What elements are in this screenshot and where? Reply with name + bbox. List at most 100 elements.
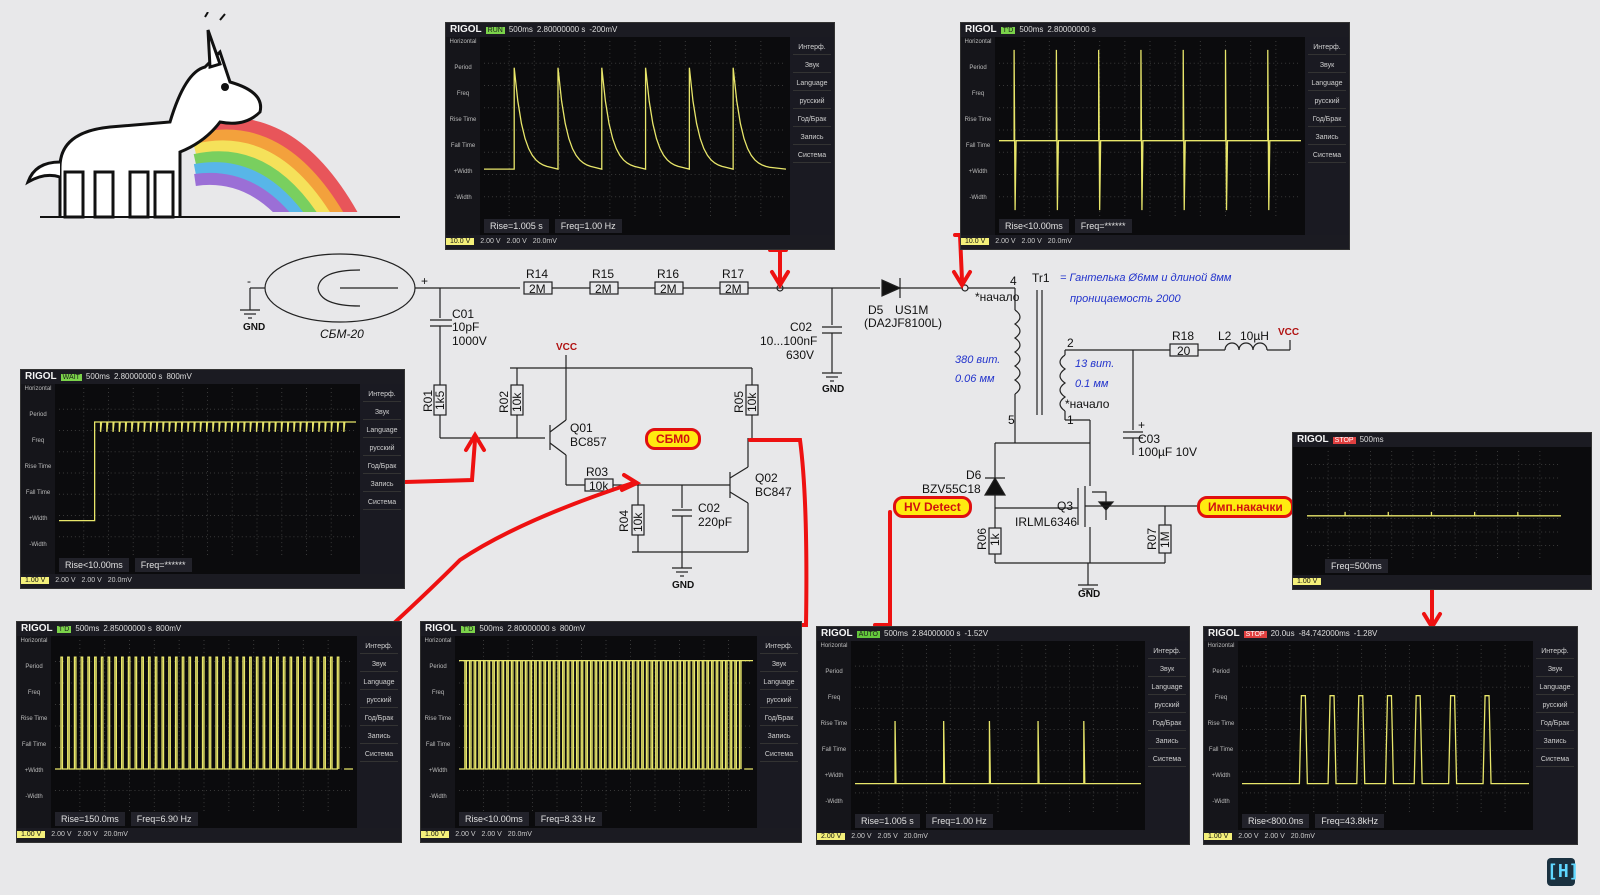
utility-item[interactable]: Интерф. xyxy=(1148,645,1186,659)
utility-item[interactable]: Звук xyxy=(360,658,398,672)
measure-item[interactable]: -Width xyxy=(969,195,987,201)
utility-item[interactable]: русский xyxy=(1536,699,1574,713)
measure-item[interactable]: Freq xyxy=(1214,695,1228,701)
utility-item[interactable]: Система xyxy=(760,748,798,762)
utility-item[interactable]: Звук xyxy=(363,406,401,420)
measure-item[interactable]: Freq xyxy=(827,695,841,701)
utility-item[interactable]: Система xyxy=(363,496,401,510)
channel-4-scale[interactable]: 20.0mV xyxy=(507,831,532,838)
measure-item[interactable]: +Width xyxy=(428,768,448,774)
channel-4-scale[interactable]: 20.0mV xyxy=(903,833,928,840)
channel-1-scale[interactable]: 1.00 V xyxy=(421,831,450,838)
measure-item[interactable]: Fall Time xyxy=(25,490,51,496)
measure-item[interactable]: Freq xyxy=(431,690,445,696)
measure-item[interactable]: Horizontal xyxy=(424,638,452,644)
measure-item[interactable]: -Width xyxy=(825,799,843,805)
measure-item[interactable]: Horizontal xyxy=(820,643,848,649)
measure-item[interactable]: Period xyxy=(29,412,47,418)
utility-item[interactable]: Интерф. xyxy=(760,640,798,654)
measure-item[interactable]: Fall Time xyxy=(450,143,476,149)
utility-item[interactable]: Language xyxy=(793,77,831,91)
measure-item[interactable]: +Width xyxy=(28,516,48,522)
channel-4-scale[interactable]: 20.0mV xyxy=(1047,238,1072,245)
utility-item[interactable]: Language xyxy=(760,676,798,690)
measure-item[interactable]: Rise Time xyxy=(24,464,52,470)
utility-item[interactable]: Система xyxy=(793,149,831,163)
utility-item[interactable]: Language xyxy=(1536,681,1574,695)
utility-item[interactable]: Language xyxy=(1308,77,1346,91)
channel-1-scale[interactable]: 1.00 V xyxy=(1293,578,1322,585)
measure-item[interactable]: Period xyxy=(429,664,447,670)
channel-1-scale[interactable]: 1.00 V xyxy=(17,831,46,838)
measure-item[interactable]: Period xyxy=(969,65,987,71)
channel-3-scale[interactable]: 2.00 V xyxy=(481,831,502,838)
utility-item[interactable]: Language xyxy=(363,424,401,438)
measure-item[interactable]: Rise Time xyxy=(424,716,452,722)
utility-item[interactable]: Запись xyxy=(793,131,831,145)
measure-item[interactable]: Horizontal xyxy=(1207,643,1235,649)
utility-item[interactable]: Год/Брак xyxy=(363,460,401,474)
measure-item[interactable]: -Width xyxy=(454,195,472,201)
channel-1-scale[interactable]: 2.00 V xyxy=(817,833,846,840)
measure-item[interactable]: Horizontal xyxy=(20,638,48,644)
measure-item[interactable]: Fall Time xyxy=(1208,747,1234,753)
measure-item[interactable]: Rise Time xyxy=(20,716,48,722)
utility-item[interactable]: Год/Брак xyxy=(1308,113,1346,127)
measure-item[interactable]: +Width xyxy=(24,768,44,774)
utility-item[interactable]: Интерф. xyxy=(1536,645,1574,659)
measure-item[interactable]: -Width xyxy=(429,794,447,800)
utility-item[interactable]: русский xyxy=(1308,95,1346,109)
channel-3-scale[interactable]: 2.05 V xyxy=(877,833,898,840)
channel-3-scale[interactable]: 2.00 V xyxy=(81,577,102,584)
measure-item[interactable]: Fall Time xyxy=(425,742,451,748)
measure-item[interactable]: Period xyxy=(825,669,843,675)
channel-1-scale[interactable]: 1.00 V xyxy=(21,577,50,584)
utility-item[interactable]: Звук xyxy=(1148,663,1186,677)
utility-item[interactable]: русский xyxy=(360,694,398,708)
channel-1-scale[interactable]: 10.0 V xyxy=(961,238,990,245)
utility-item[interactable]: Звук xyxy=(793,59,831,73)
utility-item[interactable]: Запись xyxy=(760,730,798,744)
measure-item[interactable]: Fall Time xyxy=(21,742,47,748)
utility-item[interactable]: Год/Брак xyxy=(760,712,798,726)
channel-2-scale[interactable]: 2.00 V xyxy=(480,238,501,245)
measure-item[interactable]: Rise Time xyxy=(964,117,992,123)
utility-item[interactable]: русский xyxy=(1148,699,1186,713)
utility-item[interactable]: русский xyxy=(760,694,798,708)
utility-item[interactable]: русский xyxy=(363,442,401,456)
channel-4-scale[interactable]: 20.0mV xyxy=(103,831,128,838)
measure-item[interactable]: +Width xyxy=(824,773,844,779)
channel-4-scale[interactable]: 20.0mV xyxy=(107,577,132,584)
utility-item[interactable]: Система xyxy=(1308,149,1346,163)
channel-1-scale[interactable]: 1.00 V xyxy=(1204,833,1233,840)
utility-item[interactable]: Интерф. xyxy=(363,388,401,402)
channel-4-scale[interactable]: 20.0mV xyxy=(532,238,557,245)
channel-3-scale[interactable]: 2.00 V xyxy=(1021,238,1042,245)
measure-item[interactable]: Period xyxy=(454,65,472,71)
utility-item[interactable]: Год/Брак xyxy=(793,113,831,127)
utility-item[interactable]: Language xyxy=(360,676,398,690)
measure-item[interactable]: +Width xyxy=(453,169,473,175)
measure-item[interactable]: Horizontal xyxy=(964,39,992,45)
measure-item[interactable]: Horizontal xyxy=(24,386,52,392)
utility-item[interactable]: Звук xyxy=(1536,663,1574,677)
utility-item[interactable]: Запись xyxy=(1308,131,1346,145)
measure-item[interactable]: Fall Time xyxy=(965,143,991,149)
utility-item[interactable]: Год/Брак xyxy=(1148,717,1186,731)
channel-2-scale[interactable]: 2.00 V xyxy=(1238,833,1259,840)
measure-item[interactable]: Rise Time xyxy=(449,117,477,123)
measure-item[interactable]: Rise Time xyxy=(1207,721,1235,727)
measure-item[interactable]: Period xyxy=(1212,669,1230,675)
channel-1-scale[interactable]: 10.0 V xyxy=(446,238,475,245)
utility-item[interactable]: Год/Брак xyxy=(1536,717,1574,731)
utility-item[interactable]: Система xyxy=(1536,753,1574,767)
channel-2-scale[interactable]: 2.00 V xyxy=(51,831,72,838)
utility-item[interactable]: Система xyxy=(360,748,398,762)
measure-item[interactable]: +Width xyxy=(1211,773,1231,779)
channel-3-scale[interactable]: 2.00 V xyxy=(506,238,527,245)
measure-item[interactable]: +Width xyxy=(968,169,988,175)
channel-2-scale[interactable]: 2.00 V xyxy=(851,833,872,840)
utility-item[interactable]: Запись xyxy=(1148,735,1186,749)
measure-item[interactable]: Freq xyxy=(971,91,985,97)
utility-item[interactable]: Интерф. xyxy=(1308,41,1346,55)
